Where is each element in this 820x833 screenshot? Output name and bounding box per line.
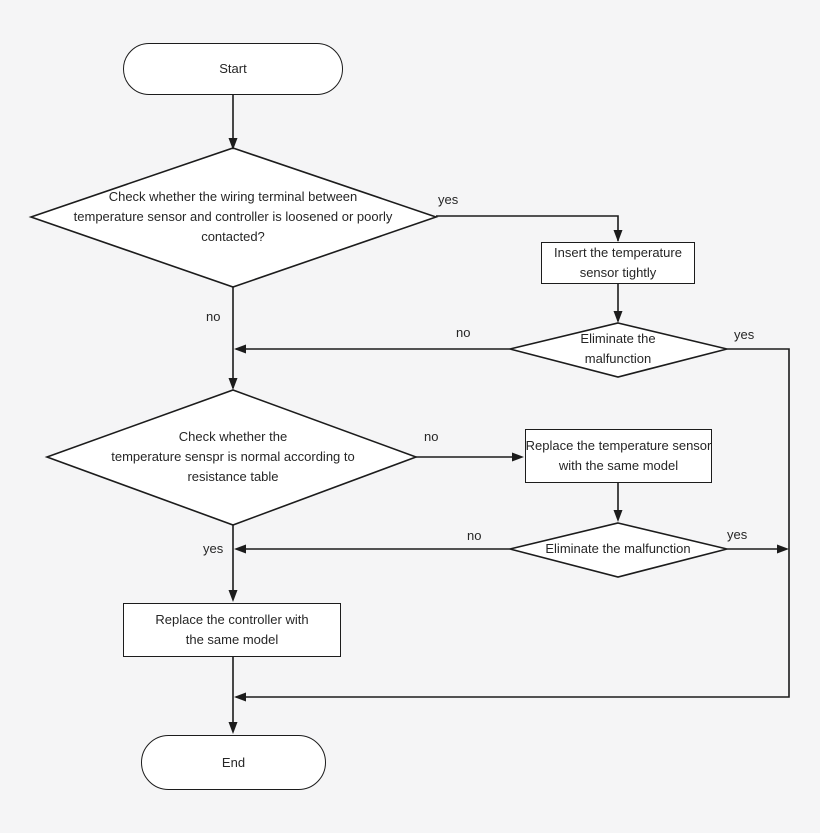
node-replace-sensor-line: with the same model: [558, 458, 679, 473]
arrow-right-icon: [512, 452, 524, 462]
diamond-eliminate-malfunction-2: [509, 522, 728, 578]
arrow-left-icon: [234, 692, 246, 702]
arrow-down-icon: [228, 378, 238, 390]
node-replace-sensor: Replace the temperature sensor with the …: [525, 429, 712, 483]
arrow-down-icon: [613, 510, 623, 522]
arrow-down-icon: [228, 590, 238, 602]
node-replace-controller-line: Replace the controller with: [155, 612, 309, 627]
arrow-right-icon: [777, 544, 789, 554]
edge-eliminate1-yes-loop: [236, 348, 790, 698]
diamond-check-sensor: [44, 389, 419, 526]
node-replace-controller: Replace the controller with the same mod…: [123, 603, 341, 657]
arrow-down-icon: [228, 722, 238, 734]
node-insert-sensor-line: Insert the temperature: [554, 245, 682, 260]
arrow-left-icon: [234, 544, 246, 554]
node-start: Start: [123, 43, 343, 95]
diamond-eliminate-malfunction-1: [509, 322, 728, 378]
edge-wiring-yes: [436, 215, 619, 241]
node-insert-sensor-line: sensor tightly: [579, 265, 657, 280]
node-start-label: Start: [219, 61, 247, 76]
arrow-down-icon: [613, 230, 623, 242]
node-replace-sensor-line: Replace the temperature sensor: [525, 438, 712, 453]
arrow-down-icon: [228, 138, 238, 150]
diamond-check-wiring: [28, 147, 439, 288]
node-end: End: [141, 735, 326, 790]
arrow-down-icon: [613, 311, 623, 323]
arrow-left-icon: [234, 344, 246, 354]
node-insert-sensor: Insert the temperature sensor tightly: [541, 242, 695, 284]
node-replace-controller-line: the same model: [185, 632, 279, 647]
node-end-label: End: [221, 754, 246, 770]
